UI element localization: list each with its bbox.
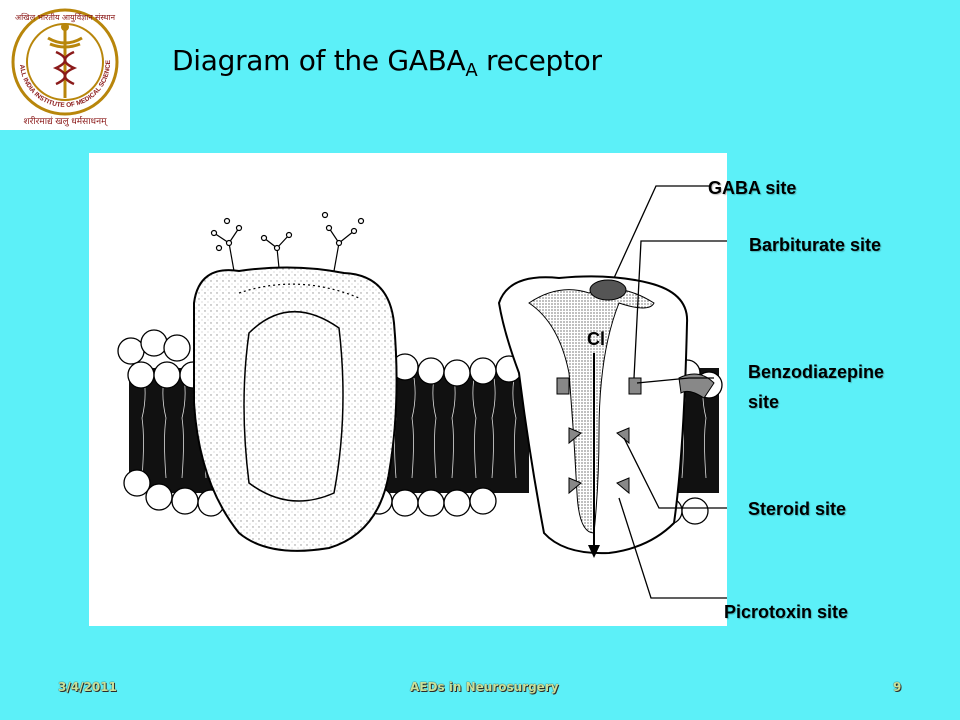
- footer-title: AEDs in Neurosurgery: [410, 680, 559, 694]
- picrotoxin-site-marker: [568, 477, 582, 495]
- gaba-site-marker: [589, 279, 627, 301]
- logo-top-text: अखिल भारतीय आयुर्विज्ञान संस्थान: [15, 12, 116, 23]
- ion-flow-arrow: [588, 545, 600, 558]
- footer-date: 3/4/2011: [58, 680, 117, 694]
- logo-motto: शरीरमाद्यं खलु धर्मसाधनम्: [24, 115, 109, 127]
- benzodiazepine-site-label-line2: site: [748, 392, 780, 412]
- title-main: Diagram of the GABA: [172, 44, 466, 77]
- institute-logo: ALL INDIA INSTITUTE OF MEDICAL SCIENCES …: [0, 0, 130, 130]
- steroid-site-marker: [568, 427, 582, 445]
- picrotoxin-site-label: Picrotoxin site: [724, 602, 849, 622]
- institute-seal-icon: ALL INDIA INSTITUTE OF MEDICAL SCIENCES …: [0, 0, 119, 127]
- receptor-illustration: Cl: [117, 185, 729, 599]
- slide-title: Diagram of the GABAA receptor: [172, 44, 602, 81]
- gaba-site-label: GABA site: [708, 178, 797, 198]
- receptor-cross-section: Cl: [497, 275, 715, 558]
- barbiturate-site-label: Barbiturate site: [749, 235, 882, 255]
- leader-lines: [613, 185, 729, 599]
- steroid-site-label: Steroid site: [748, 499, 847, 519]
- title-rest: receptor: [477, 44, 602, 77]
- barbiturate-site-marker: [556, 377, 570, 395]
- receptor-diagram: Cl: [89, 153, 729, 626]
- receptor-side-view: [193, 211, 398, 552]
- chloride-ion-label: Cl: [587, 329, 605, 349]
- title-subscript: A: [465, 60, 478, 81]
- slide-number: 9: [893, 680, 902, 694]
- benzodiazepine-site-label-line1: Benzodiazepine: [748, 362, 885, 382]
